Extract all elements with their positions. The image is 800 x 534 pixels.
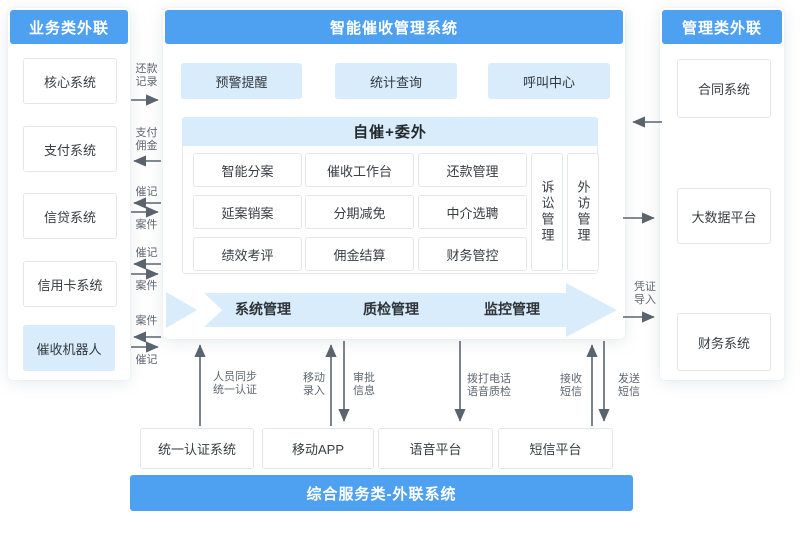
edge-label-approval-info: 审批 信息 [353, 372, 375, 397]
module-repayment-management: 还款管理 [418, 153, 527, 187]
node-contract-system: 合同系统 [677, 59, 771, 118]
node-credit-system: 信贷系统 [23, 193, 117, 239]
module-installment-reduction: 分期减免 [305, 195, 414, 229]
module-financial-control: 财务管控 [418, 237, 527, 271]
node-collection-robot: 催收机器人 [23, 325, 115, 371]
edge-label-staff-sync-auth: 人员同步 统一认证 [213, 371, 257, 396]
module-performance-review: 绩效考评 [193, 237, 302, 271]
feature-warning-reminder: 预警提醒 [181, 63, 302, 99]
node-credit-card-system: 信用卡系统 [23, 261, 117, 307]
node-unified-auth-system: 统一认证系统 [140, 428, 254, 469]
process-quality-management: 质检管理 [363, 301, 419, 317]
feature-statistics-query: 统计查询 [335, 63, 457, 99]
module-case-defer-close: 延案销案 [193, 195, 302, 229]
node-mobile-app: 移动APP [262, 428, 374, 469]
edge-label-robot-case: 案件 [135, 315, 158, 327]
node-voice-platform: 语音平台 [378, 428, 493, 469]
module-collection-workbench: 催收工作台 [305, 153, 414, 187]
node-payment-system: 支付系统 [23, 126, 117, 172]
edge-label-pay-commission: 支付 佣金 [135, 127, 158, 152]
module-litigation-management: 诉讼管理 [531, 153, 563, 271]
module-field-visit-management: 外访管理 [567, 153, 599, 271]
node-sms-platform: 短信平台 [498, 428, 613, 469]
edge-label-card-case: 案件 [135, 280, 158, 292]
business-external-header: 业务类外联 [10, 10, 128, 44]
node-core-system: 核心系统 [23, 58, 117, 104]
edge-label-card-note: 催记 [135, 247, 158, 259]
node-big-data-platform: 大数据平台 [677, 188, 771, 244]
edge-label-credit-case: 案件 [135, 219, 158, 231]
process-system-management: 系统管理 [235, 301, 291, 317]
module-agency-selection: 中介选聘 [418, 195, 527, 229]
edge-label-receive-sms: 接收 短信 [560, 373, 582, 398]
node-finance-system: 财务系统 [677, 313, 771, 371]
integrated-services-footer: 综合服务类-外联系统 [130, 475, 633, 511]
process-monitoring-management: 监控管理 [484, 301, 540, 317]
edge-label-call-quality: 拨打电话 语音质检 [467, 373, 511, 398]
edge-label-repayment-record: 还款 记录 [135, 63, 158, 88]
collection-system-header: 智能催收管理系统 [165, 10, 623, 44]
edge-label-voucher-import: 凭证 导入 [634, 281, 656, 306]
management-external-header: 管理类外联 [662, 10, 782, 44]
module-smart-case-assign: 智能分案 [193, 153, 302, 187]
module-commission-settlement: 佣金结算 [305, 237, 414, 271]
feature-call-center: 呼叫中心 [488, 63, 610, 99]
module-group-header: 自催+委外 [182, 117, 598, 146]
edge-label-send-sms: 发送 短信 [618, 373, 640, 398]
edge-label-credit-note: 催记 [135, 186, 158, 198]
edge-label-mobile-entry: 移动 录入 [303, 372, 325, 397]
edge-label-robot-note: 催记 [135, 354, 158, 366]
